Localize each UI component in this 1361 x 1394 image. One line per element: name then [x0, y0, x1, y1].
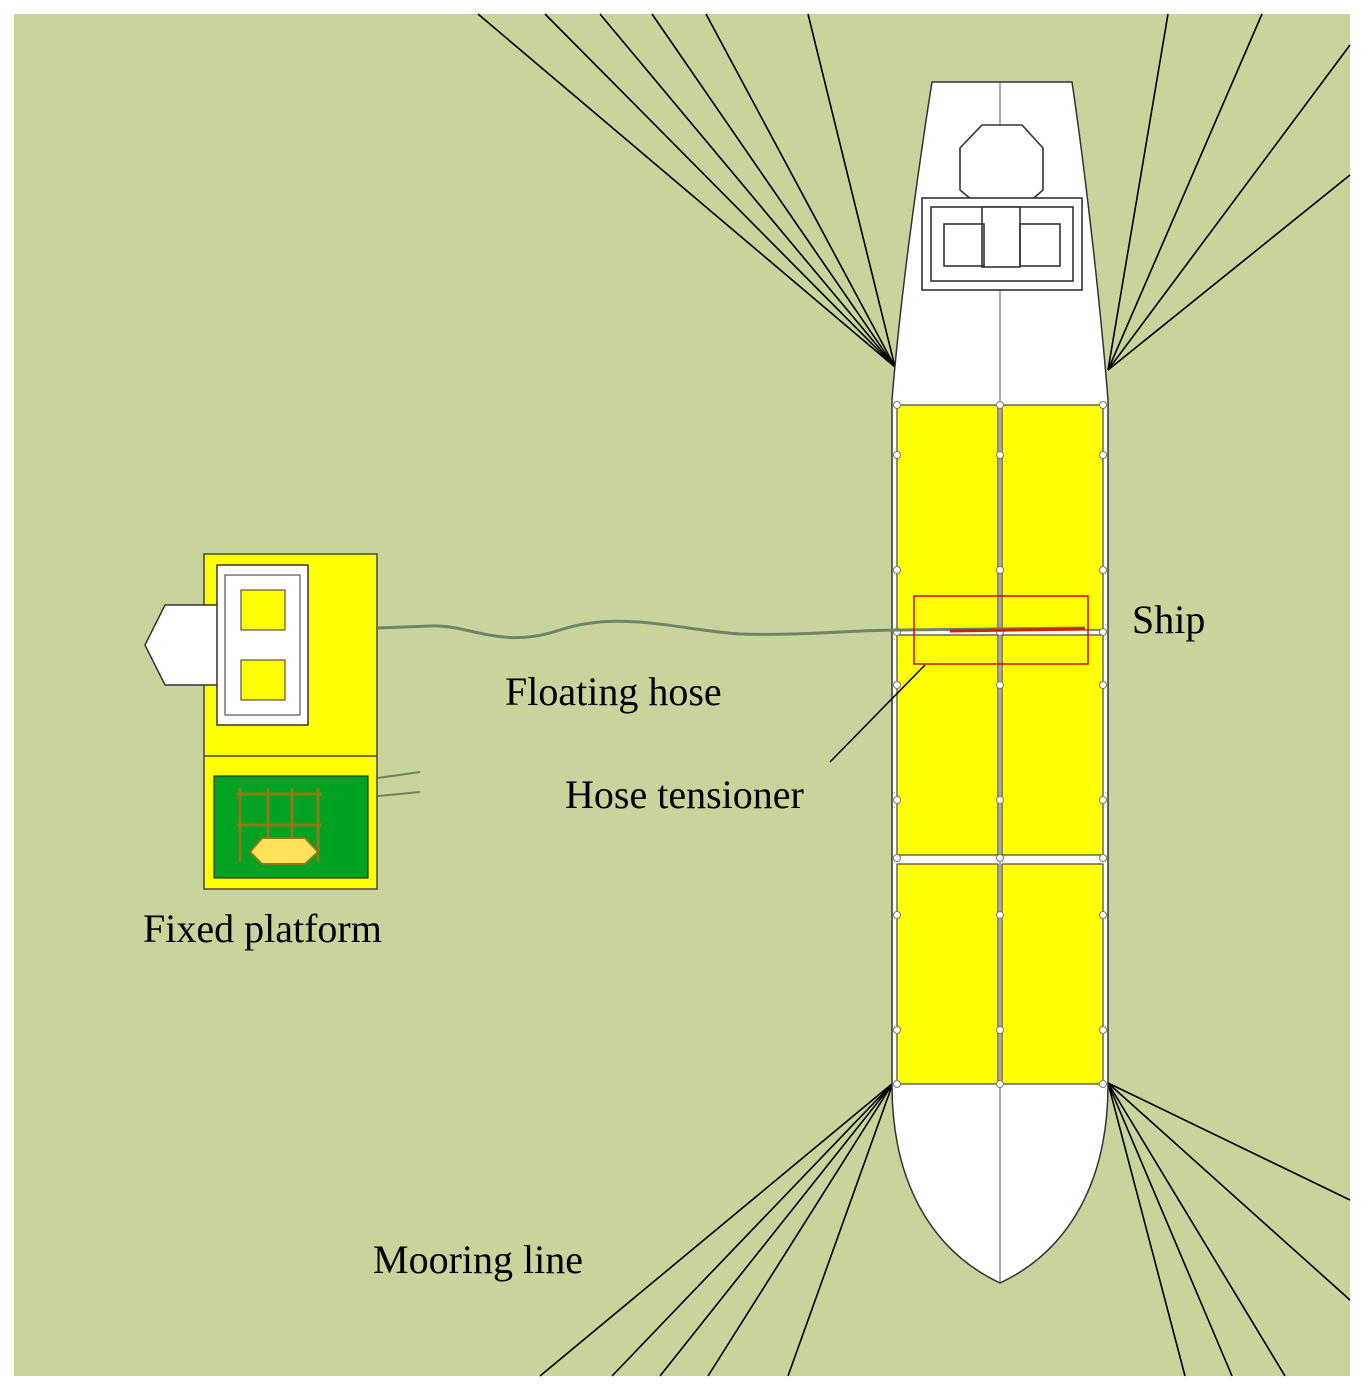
- fitting: [1099, 681, 1107, 689]
- fitting: [996, 401, 1004, 409]
- platform-bay-bottom: [240, 659, 286, 701]
- fitting: [893, 1080, 901, 1088]
- mooring-line: [1107, 1082, 1233, 1377]
- ship-label: Ship: [1132, 597, 1205, 642]
- fitting: [1099, 796, 1107, 804]
- ship-superstructure: [921, 124, 1083, 291]
- fitting: [893, 911, 901, 919]
- mooring-line: [651, 13, 896, 368]
- fitting: [893, 796, 901, 804]
- hose-tensioner-body: [949, 627, 1086, 633]
- fitting: [996, 1026, 1004, 1034]
- hose-tensioner-highlight: [913, 595, 1089, 665]
- fitting: [1099, 911, 1107, 919]
- fitting: [996, 1080, 1004, 1088]
- mooring-line: [807, 13, 896, 368]
- cargo-panel: [1001, 634, 1104, 856]
- mooring-line: [1107, 174, 1351, 371]
- fitting: [893, 566, 901, 574]
- floating-hose: [377, 619, 1086, 640]
- mooring-line: [1107, 13, 1169, 371]
- mooring-stern-port: [539, 1082, 894, 1377]
- cabin-port: [943, 223, 985, 267]
- mooring-line-label: Mooring line: [373, 1237, 583, 1282]
- fitting: [1099, 1080, 1107, 1088]
- mooring-bow-starboard: [1107, 13, 1351, 371]
- mooring-line: [539, 1082, 894, 1377]
- fixed-platform-label: Fixed platform: [143, 906, 382, 951]
- mooring-line: [1107, 44, 1351, 371]
- cargo-panel: [896, 634, 999, 856]
- mooring-line: [1107, 1082, 1351, 1201]
- fitting: [1099, 451, 1107, 459]
- mooring-line: [705, 13, 896, 368]
- platform-bay-top: [240, 589, 286, 631]
- fitting: [996, 854, 1004, 862]
- mooring-line: [659, 1082, 894, 1377]
- fitting: [893, 854, 901, 862]
- fitting: [996, 796, 1004, 804]
- platform-module-inner: [224, 574, 301, 716]
- cargo-panel: [1001, 863, 1104, 1085]
- helideck: [144, 604, 221, 686]
- fitting: [1099, 566, 1107, 574]
- platform-pipe: [377, 771, 421, 779]
- floating-hose-label: Floating hose: [505, 669, 722, 714]
- fitting: [1099, 1026, 1107, 1034]
- deckhouse-core: [981, 206, 1021, 268]
- platform-module-outer: [216, 564, 309, 726]
- fitting: [893, 401, 901, 409]
- mooring-line: [599, 13, 896, 368]
- cabin-starboard: [1019, 223, 1061, 267]
- fitting: [893, 681, 901, 689]
- fitting: [996, 681, 1004, 689]
- fitting: [893, 1026, 901, 1034]
- mooring-line: [1107, 1082, 1186, 1377]
- fitting: [996, 911, 1004, 919]
- mooring-line: [1107, 1082, 1286, 1377]
- mooring-bow-port: [477, 13, 896, 368]
- platform-pipe: [377, 791, 421, 797]
- fitting: [893, 451, 901, 459]
- fitting: [1099, 854, 1107, 862]
- mooring-line: [477, 13, 896, 368]
- fitting: [996, 451, 1004, 459]
- mooring-line: [1107, 13, 1263, 371]
- fitting: [1099, 401, 1107, 409]
- fitting: [1099, 628, 1107, 636]
- hose-tensioner-leader: [829, 664, 926, 763]
- cargo-panel: [896, 404, 999, 631]
- hose-tensioner-label: Hose tensioner: [565, 772, 804, 817]
- deck-fittings: [893, 401, 1107, 1088]
- mooring-lines: [477, 13, 1351, 1377]
- cargo-panel: [896, 863, 999, 1085]
- mooring-line: [611, 1082, 894, 1377]
- fitting: [996, 566, 1004, 574]
- mooring-line: [1107, 1082, 1351, 1301]
- mooring-line: [787, 1082, 894, 1377]
- fixed-platform: [144, 553, 421, 890]
- mooring-line: [544, 13, 896, 368]
- platform-equipment: [248, 837, 320, 865]
- mooring-stern-starboard: [1107, 1082, 1351, 1377]
- cargo-panels: [896, 404, 1104, 1085]
- mooring-line: [707, 1082, 894, 1377]
